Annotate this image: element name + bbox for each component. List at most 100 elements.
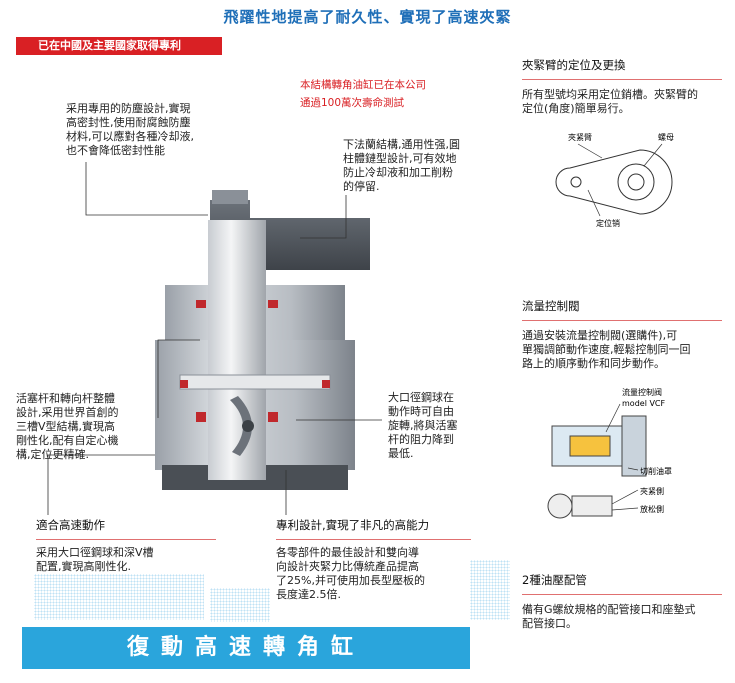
callout-line: 構,定位更精確. [16, 448, 89, 461]
valve-core-shape [569, 435, 611, 457]
seal-shape [268, 300, 278, 308]
callout-line: 最低. [388, 447, 414, 460]
callout-piston: 活塞杆和轉向杆整體 設計,采用世界首創的 三槽V型結構,實現高 剛性化,配有自定… [16, 392, 156, 462]
section-line: 備有G螺紋規格的配管接口和座墊式 [522, 603, 696, 616]
callout-line: 動作時可自由 [388, 405, 454, 418]
seal-shape [268, 412, 278, 422]
leader-line [611, 507, 639, 511]
nut-inner-circle [627, 173, 645, 191]
section-line: 路上的順序動作和同步動作。 [522, 357, 665, 370]
dot-pattern [470, 560, 510, 620]
section-line: 配置,實現高剛性化. [36, 560, 131, 573]
test-note: 本結構轉角油缸已在本公司 通過100萬次壽命測試 [300, 76, 426, 112]
seal-shape [180, 380, 188, 388]
section-heading: 夾緊臂的定位及更換 [522, 58, 626, 72]
callout-line: 材料,可以應對各種冷却液, [66, 130, 194, 143]
cylinder-illustration [155, 190, 370, 490]
section-line: 配管接口。 [522, 617, 577, 630]
label-pin: 定位销 [596, 218, 620, 228]
section-line: 各零部件的最佳設計和雙向導 [276, 546, 419, 559]
leader-line [605, 403, 621, 433]
divider [522, 320, 722, 321]
leader-line [157, 339, 200, 418]
callout-line: 旋轉,將與活塞 [388, 419, 458, 432]
cylinder-side-shape [621, 415, 647, 477]
callout-seal: 采用專用的防塵設計,實現 高密封性,使用耐腐蝕防塵 材料,可以應對各種冷却液, … [66, 102, 236, 158]
arm-diagram: 夾紧臂 螺母 定位销 [555, 132, 674, 228]
flow-valve-diagram: 流量控制阀 model VCF 切削油罩 夾紧側 放松側 [547, 387, 672, 519]
steel-ball-shape [242, 420, 254, 432]
callout-line: 下法蘭結構,通用性强,圓 [343, 138, 460, 151]
callout-line: 杆的阻力降到 [388, 433, 454, 446]
thread-shape [212, 190, 248, 204]
label-cut: 切削油罩 [640, 466, 672, 476]
section-line: 單獨調節動作速度,輕鬆控制同一回 [522, 343, 691, 356]
section-arm-positioning: 夾緊臂的定位及更換 所有型號均采用定位銷槽。夾緊臂的 定位(角度)簡單易行。 [522, 57, 722, 116]
label-nut: 螺母 [658, 132, 674, 142]
callout-ball: 大口徑鋼球在 動作時可自由 旋轉,將與活塞 杆的阻力降到 最低. [388, 391, 488, 461]
label-arm: 夾紧臂 [568, 132, 592, 142]
seal-shape [322, 380, 330, 388]
section-heading: 2種油壓配管 [522, 573, 587, 587]
divider [522, 594, 722, 595]
leader-line [85, 162, 208, 216]
leader-line [627, 467, 639, 471]
test-note-line: 本結構轉角油缸已在本公司 [300, 79, 426, 91]
callout-line: 大口徑鋼球在 [388, 391, 454, 404]
section-heading: 適合高速動作 [36, 518, 105, 532]
dot-pattern [34, 574, 204, 620]
callout-line: 設計,采用世界首創的 [16, 406, 119, 419]
divider [276, 539, 471, 540]
leader-line [577, 143, 603, 159]
section-line: 定位(角度)簡單易行。 [522, 102, 630, 115]
section-line: 長度達2.5倍. [276, 588, 341, 601]
leader-line [611, 489, 639, 505]
callout-line: 三槽V型結構,實現高 [16, 420, 116, 433]
section-line: 通過安裝流量控制閥(選購件),可 [522, 329, 678, 342]
label-valve: 流量控制阀 [622, 387, 662, 397]
callout-flange: 下法蘭結構,通用性强,圓 柱體鏈型設計,可有效地 防止冷却液和加工削粉 的停留. [343, 138, 473, 194]
label-model: model VCF [622, 399, 666, 408]
fitting-shape [547, 493, 573, 519]
seal-shape [196, 412, 206, 422]
arm-outline [555, 149, 673, 215]
divider [522, 79, 722, 80]
section-flow-valve: 流量控制閥 通過安裝流量控制閥(選購件),可 單獨調節動作速度,輕鬆控制同一回 … [522, 298, 722, 371]
section-heading: 流量控制閥 [522, 299, 580, 313]
section-high-speed: 適合高速動作 采用大口徑鋼球和深V槽 配置,實現高剛性化. [36, 517, 226, 574]
section-line: 了25%,并可使用加長型壓板的 [276, 574, 425, 587]
seal-shape [196, 300, 206, 308]
leader-line [300, 195, 347, 239]
divider [36, 539, 216, 540]
page-title: 飛躍性地提高了耐久性、實現了高速夾緊 [223, 8, 512, 26]
fitting-body-shape [571, 495, 613, 517]
callout-line: 高密封性,使用耐腐蝕防塵 [66, 116, 191, 129]
product-banner: 復動高速轉角缸 [22, 627, 470, 669]
pin-circle [570, 176, 582, 188]
test-note-line: 通過100萬次壽命測試 [300, 97, 405, 109]
callout-line: 剛性化,配有自定心機 [16, 434, 119, 447]
callout-line: 采用專用的防塵設計,實現 [66, 102, 191, 115]
label-release: 放松側 [640, 504, 664, 514]
callout-line: 活塞杆和轉向杆整體 [16, 392, 115, 405]
section-patent-design: 專利設計,實現了非凡的高能力 各零部件的最佳設計和雙向導 向設計夾緊力比傳統產品… [276, 517, 476, 602]
section-line: 所有型號均采用定位銷槽。夾緊臂的 [522, 88, 698, 101]
callout-line: 柱體鏈型設計,可有效地 [343, 152, 457, 165]
section-piping: 2種油壓配管 備有G螺紋規格的配管接口和座墊式 配管接口。 [522, 572, 722, 631]
dot-pattern [210, 588, 270, 622]
v-groove-shape [230, 396, 253, 456]
leader-line [587, 189, 601, 217]
patent-badge: 已在中國及主要國家取得專利 [16, 37, 222, 55]
callout-line: 防止冷却液和加工削粉 [343, 166, 453, 179]
callout-line: 也不會降低密封性能 [66, 144, 165, 157]
leader-line [643, 143, 663, 167]
nut-circle [617, 163, 655, 201]
section-line: 采用大口徑鋼球和深V槽 [36, 546, 154, 559]
piston-rod-shape [208, 220, 266, 480]
callout-line: 的停留. [343, 180, 380, 193]
section-line: 向設計夾緊力比傳統產品提高 [276, 560, 419, 573]
section-heading: 專利設計,實現了非凡的高能力 [276, 518, 430, 532]
leader-line [47, 454, 155, 515]
label-clamp: 夾紧側 [640, 486, 664, 496]
